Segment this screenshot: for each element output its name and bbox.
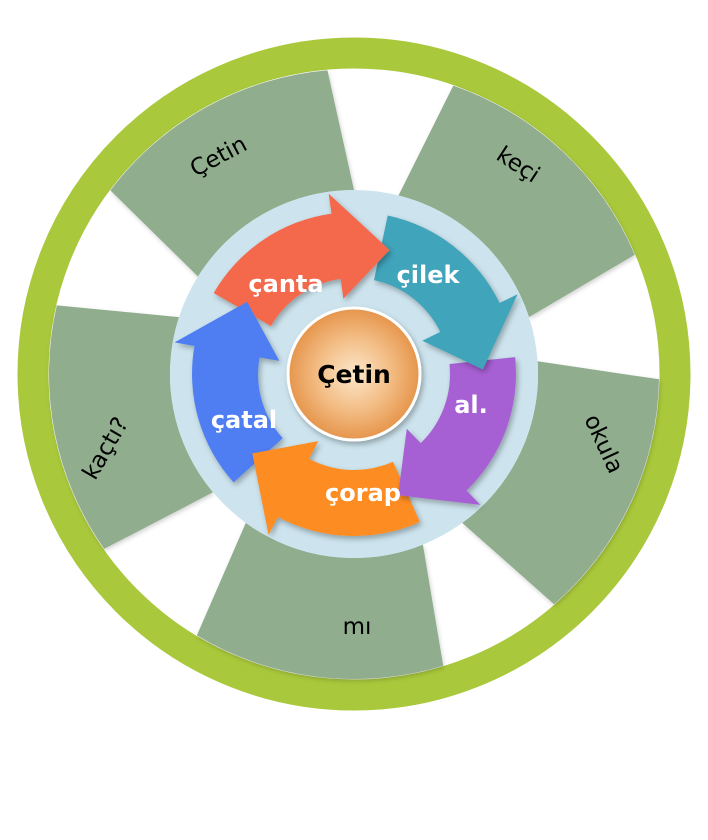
cycle-arrow[interactable] [252, 441, 420, 536]
cycle-arrow-label: çatal [211, 406, 277, 434]
cycle-arrow-head-overlay [174, 301, 280, 361]
ring-segment[interactable] [49, 305, 214, 549]
ring-segment-label: mı [343, 614, 372, 640]
cycle-arrow-label: çanta [248, 270, 323, 298]
ring-segment[interactable] [398, 85, 635, 318]
segmented-ring [49, 70, 659, 680]
cycle-arrow-label: çorap [325, 479, 401, 507]
outer-ring[interactable] [17, 37, 691, 711]
cycle-arrow[interactable] [213, 193, 390, 326]
arrow-cycle: çanta çilek al. çorap çatal [174, 193, 518, 536]
cycle-arrow-label: çilek [397, 261, 461, 289]
center-circle[interactable] [286, 306, 422, 442]
cycle-arrow[interactable] [398, 357, 516, 505]
center-label: Çetin [317, 360, 391, 389]
ring-segment[interactable] [462, 361, 659, 605]
ring-segment[interactable] [196, 522, 444, 680]
ring-segment[interactable] [110, 70, 355, 277]
cycle-arrow[interactable] [374, 215, 518, 370]
cycle-arrow-label: al. [454, 391, 488, 419]
